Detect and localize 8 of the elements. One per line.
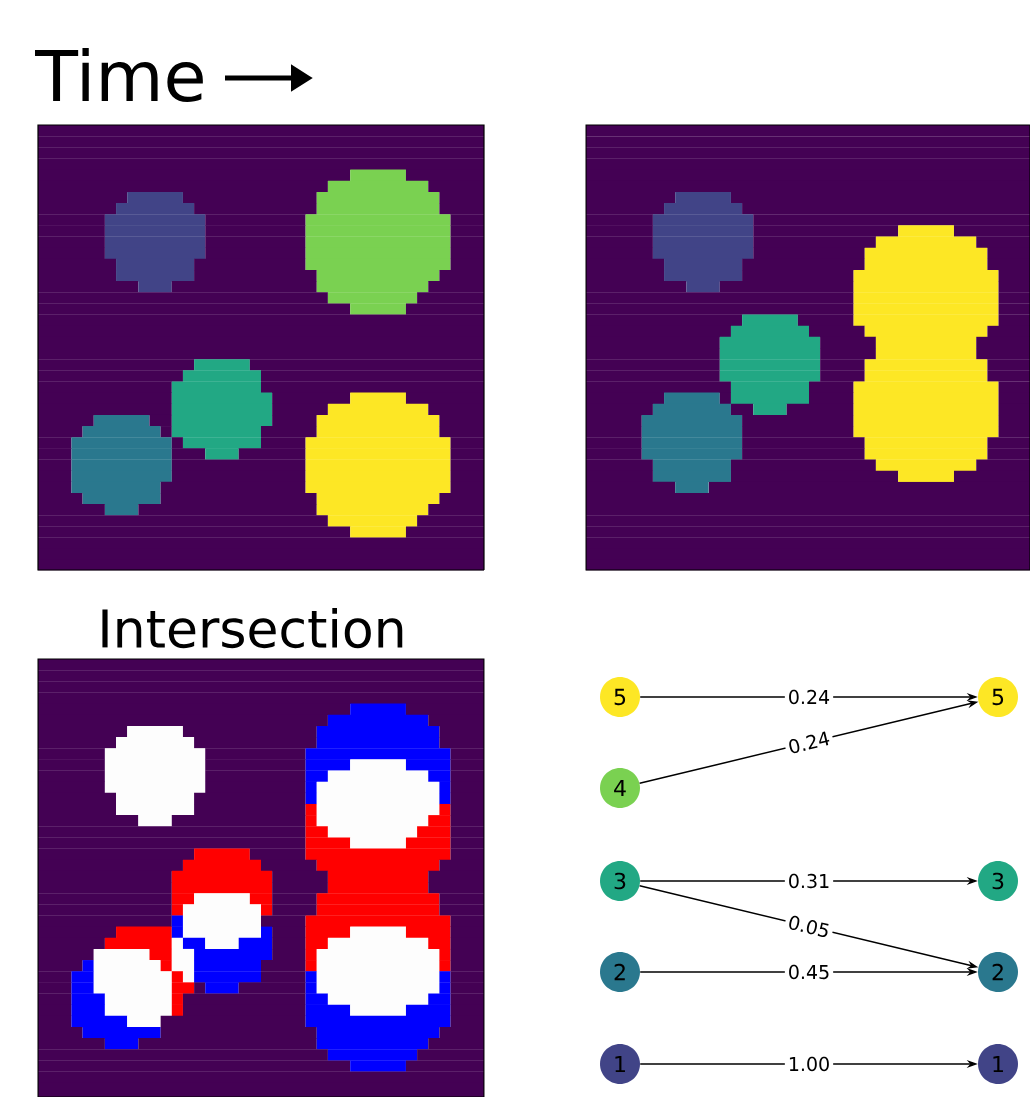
heading: Intersection xyxy=(102,607,403,649)
edge-label: 0.45 xyxy=(784,961,834,983)
edge-label: 1.00 xyxy=(784,1053,834,1075)
edge-label: 0.24 xyxy=(783,726,835,759)
edge-label: 0.31 xyxy=(784,870,834,892)
edge-label: 0.05 xyxy=(783,910,835,943)
edge-label: 0.24 xyxy=(784,686,834,708)
heading: Time xyxy=(35,47,203,103)
